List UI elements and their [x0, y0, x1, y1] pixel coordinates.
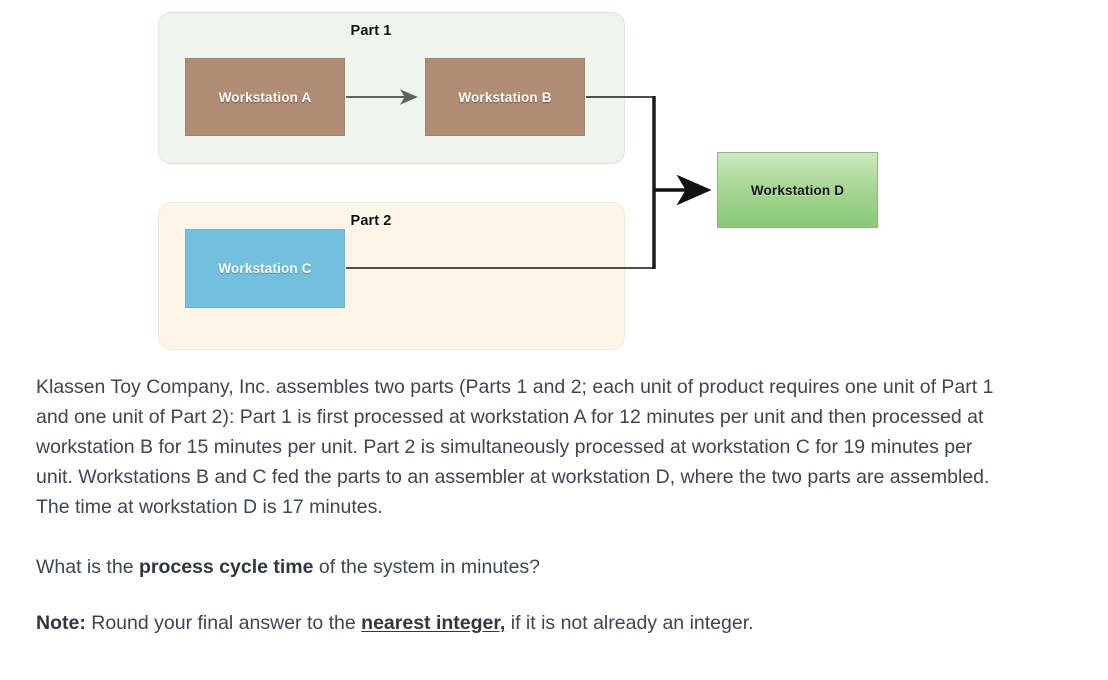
- note-text-before: Round your final answer to the: [85, 612, 362, 634]
- note-text-after: if it is not already an integer.: [505, 612, 754, 634]
- group-part-1-title: Part 1: [350, 23, 392, 39]
- node-workstation-a[interactable]: Workstation A: [185, 58, 345, 136]
- node-workstation-d[interactable]: Workstation D: [717, 152, 878, 228]
- note-paragraph: Note: Round your final answer to the nea…: [36, 608, 1011, 638]
- process-flow-diagram: Part 1 Part 2 Workstation A Workstation …: [158, 12, 878, 350]
- question-emphasis: process cycle time: [138, 556, 314, 578]
- group-part-2-title: Part 2: [350, 213, 392, 229]
- node-workstation-b[interactable]: Workstation B: [425, 58, 585, 136]
- question-text-block: Klassen Toy Company, Inc. assembles two …: [36, 372, 1011, 638]
- node-workstation-c[interactable]: Workstation C: [185, 229, 345, 308]
- question-paragraph: What is the process cycle time of the sy…: [36, 552, 1011, 582]
- scenario-paragraph: Klassen Toy Company, Inc. assembles two …: [36, 376, 994, 518]
- note-emphasis: nearest integer,: [361, 612, 506, 634]
- question-text-after: of the system in minutes?: [313, 556, 541, 578]
- note-label: Note:: [36, 612, 86, 634]
- question-text-before: What is the: [36, 556, 139, 578]
